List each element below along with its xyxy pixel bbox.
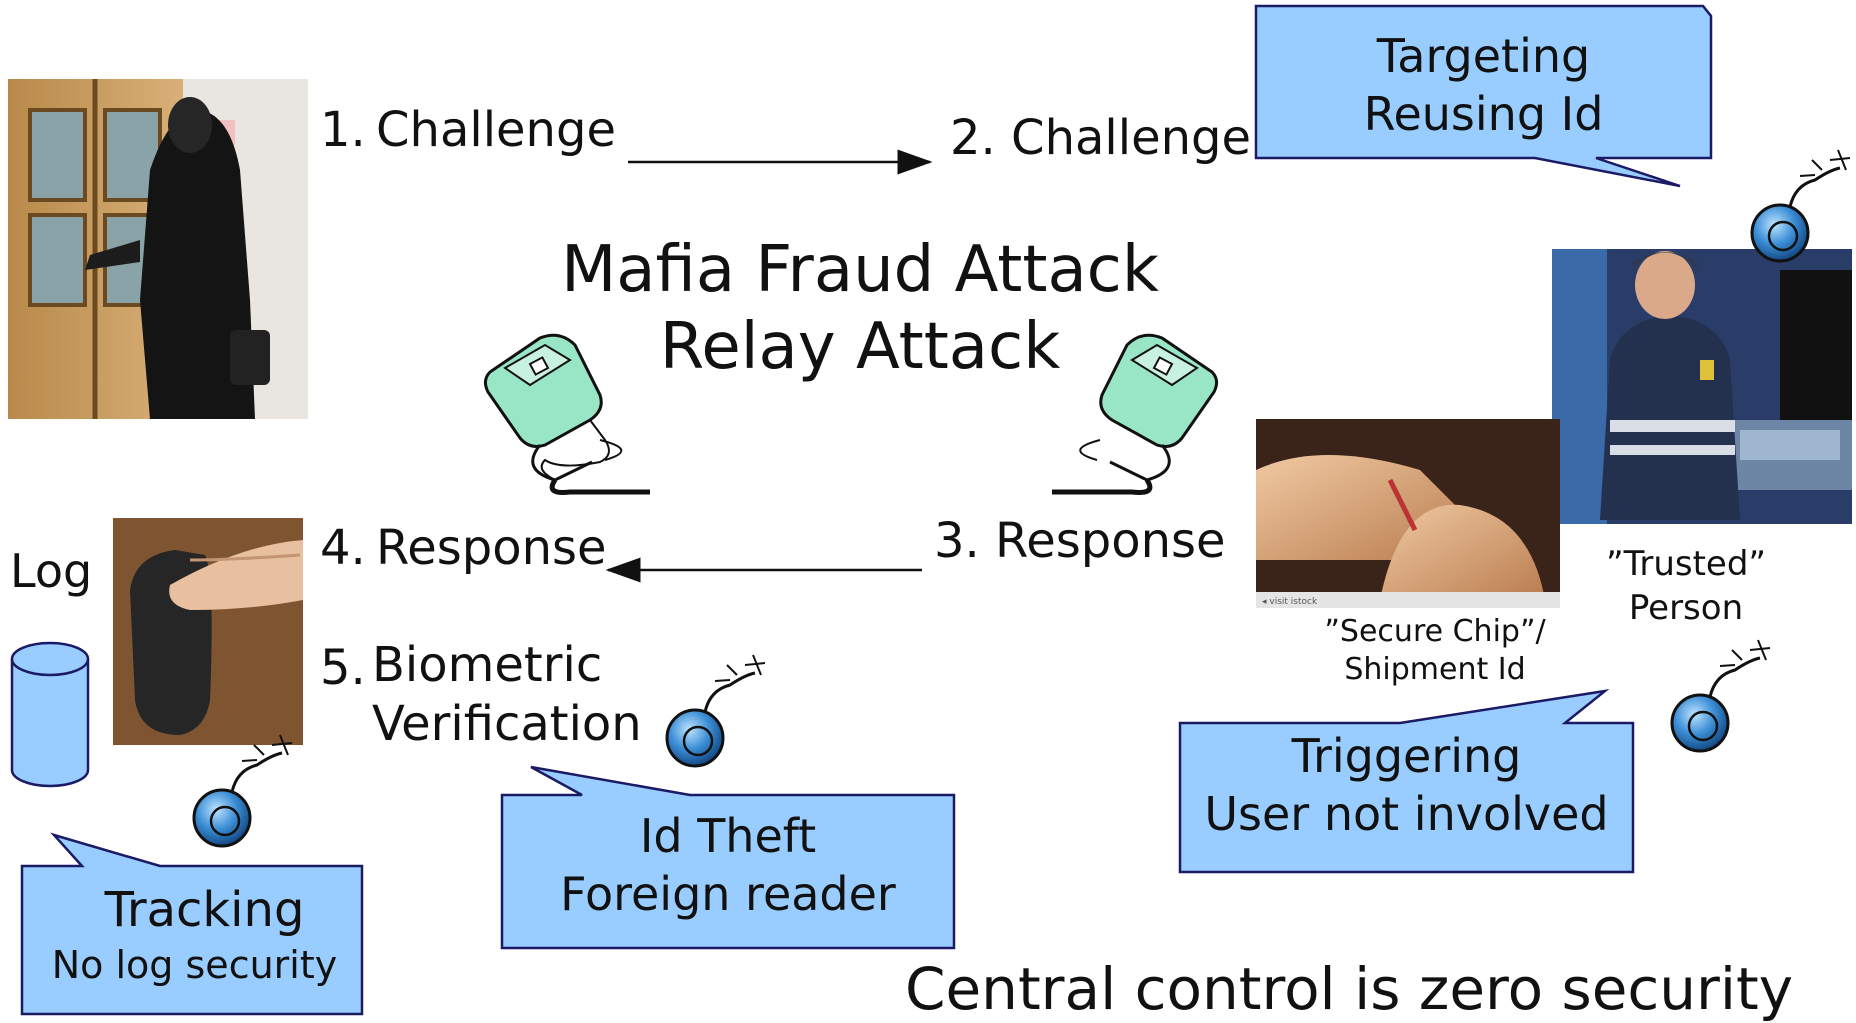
step-5-label: Biometric Verification [372,636,642,753]
footer-statement: Central control is zero security [905,955,1794,1023]
callout-idtheft-line-2: Foreign reader [560,866,896,921]
bomb-icon-triggering [1670,639,1771,753]
trusted-caption-line-1: ”Trusted” [1605,544,1767,584]
callout-triggering-shape [1178,689,1635,874]
callout-tracking: Tracking No log security [22,880,367,990]
callout-tracking-line-1: Tracking [104,882,305,938]
svg-text:◂ visit istock: ◂ visit istock [1262,597,1318,607]
trusted-person-caption: ”Trusted” Person [1566,542,1806,630]
relay-reader-left-icon [483,333,650,495]
step-1-number: 1. [320,102,366,158]
callout-targeting-line-2: Reusing Id [1363,86,1604,141]
callout-tracking-shape [20,832,364,1016]
bomb-icon-targeting [1750,149,1851,263]
callout-idtheft-shape [500,765,956,950]
title-line-1: Mafia Fraud Attack [561,233,1159,307]
callout-targeting-line-1: Targeting [1376,29,1591,83]
title-line-2: Relay Attack [659,309,1061,384]
bomb-icon-tracking [192,734,293,848]
callout-idtheft: Id Theft Foreign reader [502,808,954,923]
callout-triggering-line-1: Triggering [1291,729,1522,783]
step-5-number: 5. [320,640,366,696]
step-5-line-1: Biometric [372,637,603,693]
step-4-label: Response [376,520,607,576]
step-3-label: 3. Response [934,513,1226,569]
bomb-icon-idtheft [665,654,766,768]
chip-caption-line-1: ”Secure Chip”/ [1324,614,1546,649]
secure-chip-caption: ”Secure Chip”/ Shipment Id [1300,613,1570,688]
fingerprint-reader-photo [113,518,303,745]
callout-triggering-line-2: User not involved [1204,786,1609,841]
relay-reader-right-icon [1052,333,1219,495]
door-access-photo [8,79,308,419]
log-database-icon [10,641,90,788]
step-4-number: 4. [320,520,366,576]
callout-targeting-shape [1254,4,1713,188]
callout-triggering: Triggering User not involved [1180,728,1633,843]
callout-tracking-line-2: No log security [51,943,338,987]
step-2-label: 2. Challenge [950,110,1252,166]
secure-chip-photo: ◂ visit istock [1256,419,1560,608]
step-1-label: Challenge [376,102,616,158]
slide-title: Mafia Fraud Attack Relay Attack [510,232,1210,386]
log-label: Log [10,544,93,598]
trusted-caption-line-2: Person [1628,588,1744,629]
callout-idtheft-line-1: Id Theft [639,809,817,863]
trusted-person-photo [1552,249,1852,524]
chip-caption-line-2: Shipment Id [1344,651,1526,687]
step-5-line-2: Verification [372,695,642,752]
callout-targeting: Targeting Reusing Id [1256,28,1711,143]
